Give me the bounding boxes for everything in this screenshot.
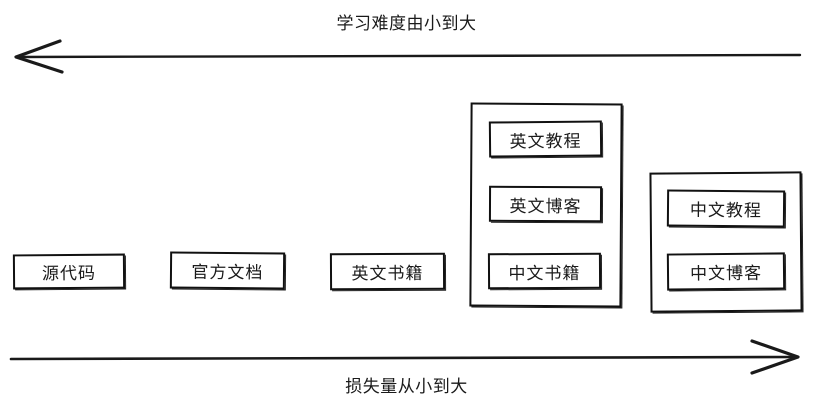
arrow-left-icon xyxy=(14,39,802,74)
node-english-books[interactable]: 英文书籍 xyxy=(329,252,446,291)
node-label: 中文教程 xyxy=(689,200,763,222)
node-english-tutorials[interactable]: 英文教程 xyxy=(488,120,603,158)
node-chinese-books[interactable]: 中文书籍 xyxy=(487,252,602,290)
node-label: 英文教程 xyxy=(509,131,582,152)
node-label: 中文博客 xyxy=(689,263,763,285)
node-source-code[interactable]: 源代码 xyxy=(12,253,126,290)
node-label: 英文博客 xyxy=(509,196,582,217)
node-label: 中文书籍 xyxy=(508,263,581,284)
node-label: 英文书籍 xyxy=(351,263,424,285)
node-chinese-tutorials[interactable]: 中文教程 xyxy=(666,189,786,228)
node-official-docs[interactable]: 官方文档 xyxy=(169,251,286,290)
node-label: 源代码 xyxy=(41,263,97,285)
node-english-blogs[interactable]: 英文博客 xyxy=(488,185,603,223)
arrow-right-icon xyxy=(9,339,800,375)
top-axis-label: 学习难度由小到大 xyxy=(336,14,477,34)
bottom-axis-label: 损失量从小到大 xyxy=(345,377,468,397)
node-label: 官方文档 xyxy=(191,262,264,284)
node-chinese-blogs[interactable]: 中文博客 xyxy=(666,252,786,291)
